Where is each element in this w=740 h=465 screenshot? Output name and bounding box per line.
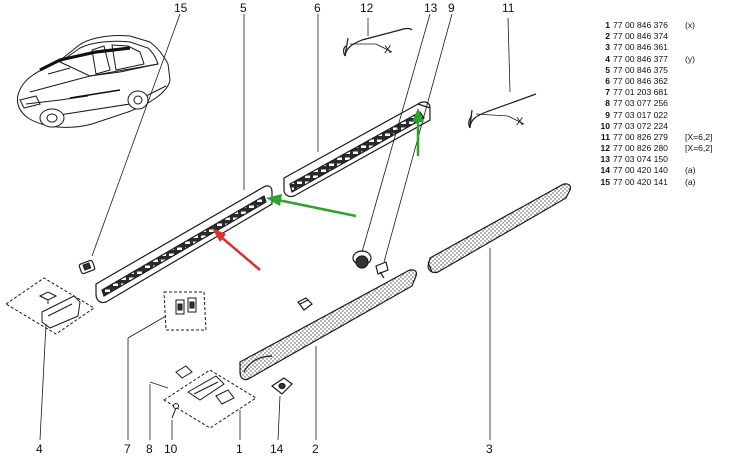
legend-part-number: 15 [600, 176, 610, 187]
legend-part-number: 1 [605, 20, 610, 30]
legend-part-reference: 77 00 420 140 [613, 165, 668, 176]
leader-lines [243, 14, 491, 440]
legend-part-number: 13 [600, 154, 610, 165]
legend-part-reference: 77 00 846 376 [613, 20, 668, 30]
red-arrow [212, 228, 261, 271]
part-11-molding-strip [468, 17, 537, 129]
callout-6: 6 [314, 1, 321, 15]
callout-14: 14 [270, 442, 284, 456]
legend-part-reference: 77 01 203 681 [613, 87, 668, 98]
legend-part-number: 10 [600, 120, 610, 131]
callout-13: 13 [424, 1, 438, 15]
part-13-grommet [352, 13, 431, 269]
legend-part-note: (y) [685, 53, 696, 64]
legend-part-note: [X=6,2] [685, 131, 713, 142]
callout-11: 11 [502, 1, 515, 15]
legend-part-reference: 77 00 846 361 [613, 42, 668, 53]
callout-10: 10 [164, 442, 178, 456]
legend-part-reference: 77 00 846 375 [613, 64, 668, 75]
callout-9: 9 [448, 1, 455, 15]
green-arrow-lower [266, 194, 357, 218]
callout-15: 15 [174, 1, 188, 15]
legend-part-reference: 77 03 072 224 [613, 120, 668, 131]
legend-part-number: 4 [605, 53, 610, 64]
legend-part-number: 8 [605, 98, 610, 109]
callout-7: 7 [124, 442, 131, 456]
legend-part-number: 6 [605, 75, 610, 86]
legend-part-number: 9 [605, 109, 610, 120]
dimension-label-part-11: X [516, 116, 524, 128]
legend-part-number: 12 [600, 143, 610, 154]
part-3-rear-wing-molding [427, 183, 571, 274]
legend-part-number: 5 [605, 64, 610, 75]
legend-part-number: 14 [600, 165, 610, 176]
part-7-clip-set [127, 291, 207, 440]
part-6-rear-door-molding [283, 101, 431, 198]
legend-part-reference: 77 00 846 362 [613, 75, 668, 86]
part-5-front-door-molding [95, 185, 273, 304]
part-1-bracket-assembly [149, 365, 257, 440]
legend-part-reference: 77 03 017 022 [613, 109, 668, 120]
legend-part-number: 7 [605, 87, 610, 98]
legend-part-reference: 77 00 826 279 [613, 131, 668, 142]
part-4-end-bracket [5, 277, 95, 441]
legend-part-reference: 77 03 074 150 [613, 154, 668, 165]
callout-4: 4 [36, 442, 43, 456]
legend-part-note: (a) [685, 165, 696, 176]
loose-clip [297, 297, 313, 311]
callout-1: 1 [236, 442, 243, 456]
legend-part-number: 11 [600, 131, 610, 142]
legend-part-reference: 77 00 420 141 [613, 176, 668, 187]
legend-part-reference: 77 00 846 377 [613, 53, 668, 64]
part-2-front-wing-molding [239, 269, 417, 381]
callout-12: 12 [360, 1, 374, 15]
legend-part-reference: 77 00 826 280 [613, 143, 668, 154]
dimension-label-part-12: X [384, 44, 392, 56]
callout-5: 5 [240, 1, 247, 15]
legend-part-note: (a) [685, 176, 696, 187]
part-14-clip [270, 377, 293, 441]
callout-3: 3 [486, 442, 493, 456]
part-12-molding-strip [343, 18, 413, 57]
legend-part-note: [X=6,2] [685, 143, 713, 154]
callout-8: 8 [146, 442, 153, 456]
car-illustration [17, 35, 171, 128]
part-15-clip [78, 13, 181, 275]
legend-part-number: 3 [605, 42, 610, 53]
green-arrow-upper [412, 108, 424, 156]
legend-part-number: 2 [605, 31, 610, 42]
legend-part-reference: 77 00 846 374 [613, 31, 668, 42]
legend-part-reference: 77 03 077 256 [613, 98, 668, 109]
legend-part-note: (x) [685, 20, 696, 30]
callout-2: 2 [312, 442, 319, 456]
